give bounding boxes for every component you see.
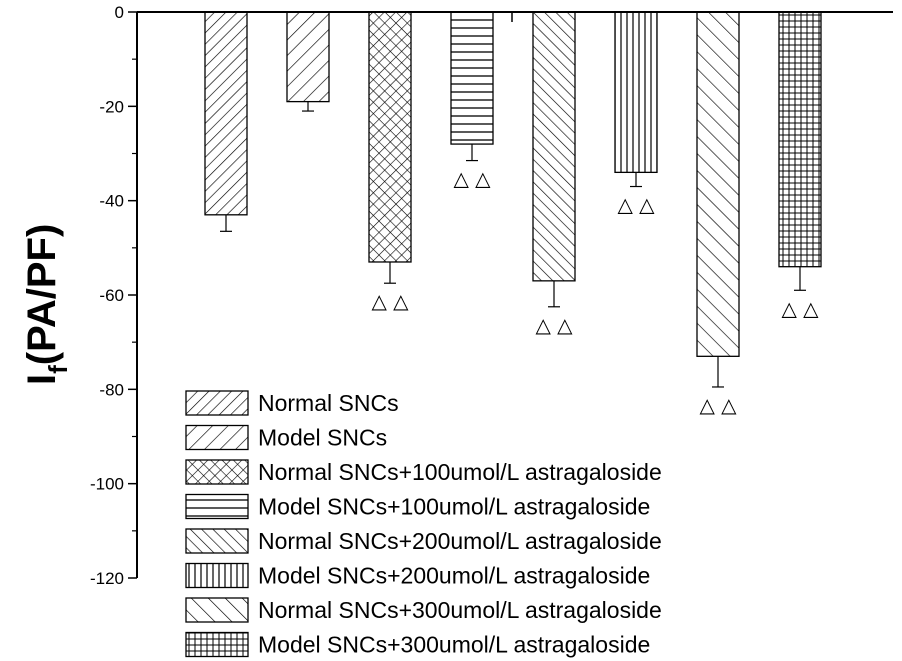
legend-swatch — [185, 631, 249, 658]
significance-marker: △ △ — [371, 289, 409, 313]
y-tick-label: 0 — [115, 3, 124, 22]
legend-label: Model SNCs+200umol/L astragaloside — [258, 563, 650, 589]
bar — [696, 11, 740, 357]
axes: 0 -20 -40 -60 -80 -100 -120 — [90, 3, 893, 588]
y-axis-label-sub: f — [43, 365, 73, 374]
y-axis-label-main: I — [20, 374, 64, 385]
legend-swatch — [185, 390, 249, 416]
y-tick-label: -20 — [99, 97, 124, 116]
significance-marker: △ △ — [453, 167, 491, 191]
significance-marker: △ △ — [535, 313, 573, 337]
y-tick-label: -40 — [99, 192, 124, 211]
significance-marker: △ △ — [699, 393, 737, 417]
bar — [614, 11, 658, 174]
legend-label: Normal SNCs+100umol/L astragaloside — [258, 459, 662, 485]
bar — [778, 11, 822, 268]
y-tick-label: -120 — [90, 569, 124, 588]
legend-swatch — [185, 459, 249, 485]
y-tick-label: -100 — [90, 475, 124, 494]
y-axis-label-rest: (PA/PF) — [20, 224, 64, 365]
legend-swatch — [185, 528, 249, 554]
y-axis-label: If(PA/PF) — [20, 224, 73, 385]
bar — [204, 11, 248, 216]
significance-marker: △ △ — [617, 193, 655, 217]
legend-label: Normal SNCs+300umol/L astragaloside — [258, 597, 662, 623]
significance-marker: △ △ — [781, 296, 819, 320]
legend-label: Model SNCs+300umol/L astragaloside — [258, 632, 650, 658]
bar — [532, 11, 576, 282]
y-tick-label: -60 — [99, 286, 124, 305]
bar — [450, 11, 494, 145]
legend-swatch — [185, 562, 249, 589]
legend-swatch — [185, 597, 249, 623]
bars: △ △ △ △ △ △ △ △ △ △ △ △ — [204, 11, 822, 417]
y-tick-label: -80 — [99, 380, 124, 399]
legend-label: Model SNCs+100umol/L astragaloside — [258, 494, 650, 520]
bar — [286, 11, 330, 103]
legend-swatch — [185, 424, 249, 451]
legend-label: Normal SNCs+200umol/L astragaloside — [258, 528, 662, 554]
legend-label: Normal SNCs — [258, 390, 399, 416]
bar — [368, 11, 412, 263]
legend-swatch — [185, 493, 249, 520]
legend-label: Model SNCs — [258, 425, 387, 451]
